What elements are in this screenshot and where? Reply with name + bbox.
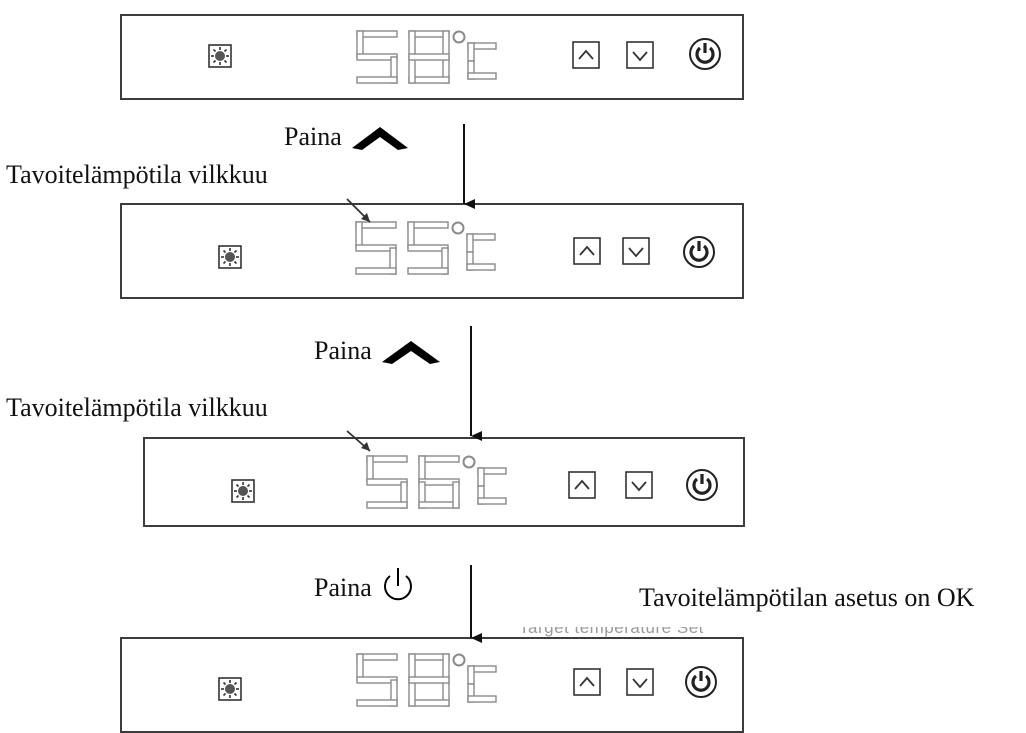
up-arrow-icon xyxy=(578,49,594,60)
down-button[interactable] xyxy=(625,471,653,499)
segment-d xyxy=(366,501,408,509)
segment-d xyxy=(466,263,496,271)
press-label: Paina xyxy=(314,336,372,365)
up-button[interactable] xyxy=(573,237,601,265)
panel-2-graphic xyxy=(218,221,715,275)
digit-1 xyxy=(356,30,398,84)
down-button[interactable] xyxy=(622,237,650,265)
status-note-1: Tavoitelämpötila vilkkuu xyxy=(6,160,268,189)
temperature-display xyxy=(356,653,497,707)
power-button[interactable] xyxy=(685,666,717,698)
power-icon xyxy=(384,568,413,601)
down-button[interactable] xyxy=(626,41,654,69)
power-button[interactable] xyxy=(683,236,715,268)
celsius-symbol xyxy=(467,42,497,80)
panel-1-graphic xyxy=(208,30,721,84)
status-note-3: Tavoitelämpötilan asetus on OK xyxy=(639,583,975,612)
digit-2 xyxy=(418,455,460,509)
settings-icon xyxy=(208,44,232,68)
digit-1 xyxy=(355,221,397,275)
pointer-head-1 xyxy=(361,213,370,222)
segment-d xyxy=(477,497,507,505)
control-panel-1 xyxy=(120,14,744,100)
degree-symbol xyxy=(462,455,476,469)
up-arrow-icon xyxy=(352,127,409,150)
segment-d xyxy=(467,695,497,703)
settings-icon xyxy=(218,245,242,269)
digit-2 xyxy=(408,653,450,707)
down-button[interactable] xyxy=(626,668,654,696)
temperature-display xyxy=(356,30,497,84)
up-button[interactable] xyxy=(568,471,596,499)
power-button[interactable] xyxy=(689,38,721,70)
up-button[interactable] xyxy=(573,668,601,696)
temperature-display xyxy=(366,455,507,509)
up-button[interactable] xyxy=(572,41,600,69)
press-instruction-1: Paina xyxy=(284,123,410,151)
power-icon xyxy=(692,477,712,495)
celsius-symbol xyxy=(466,233,496,271)
celsius-symbol xyxy=(477,467,507,505)
down-arrow-icon xyxy=(628,247,644,258)
up-arrow-icon xyxy=(579,676,595,687)
digit-1 xyxy=(366,455,408,509)
panel-4-graphic xyxy=(218,653,717,707)
degree-symbol xyxy=(452,653,466,667)
digit-1 xyxy=(356,653,398,707)
down-arrow-icon xyxy=(631,481,647,492)
settings-icon xyxy=(218,677,242,701)
segment-d xyxy=(356,76,398,84)
degree-symbol xyxy=(452,30,466,44)
power-icon xyxy=(691,674,711,692)
control-panel-2 xyxy=(120,203,744,299)
power-icon xyxy=(689,244,709,262)
celsius-symbol xyxy=(467,665,497,703)
press-label: Paina xyxy=(314,573,372,602)
up-arrow-icon xyxy=(382,341,441,364)
panel-3-graphic xyxy=(231,455,718,509)
digit-2 xyxy=(408,30,450,84)
power-button[interactable] xyxy=(686,469,718,501)
pointer-head-2 xyxy=(361,442,370,451)
segment-d xyxy=(356,699,398,707)
control-panel-3 xyxy=(143,437,745,527)
segment-d xyxy=(355,267,397,275)
segment-g xyxy=(408,53,450,61)
segment-d xyxy=(467,72,497,80)
power-icon xyxy=(695,46,715,64)
segment-d xyxy=(407,267,449,275)
up-arrow-icon xyxy=(574,479,590,490)
settings-icon xyxy=(231,479,255,503)
residual-text: Target temperature Set xyxy=(519,618,704,637)
down-arrow-icon xyxy=(632,51,648,62)
down-arrow-icon xyxy=(632,678,648,689)
status-note-2: Tavoitelämpötila vilkkuu xyxy=(6,393,268,422)
segment-c xyxy=(452,481,460,509)
up-arrow-icon xyxy=(579,245,595,256)
press-instruction-2: Paina xyxy=(314,337,442,365)
press-label: Paina xyxy=(284,122,342,151)
digit-2 xyxy=(407,221,449,275)
temperature-display xyxy=(355,221,496,275)
degree-symbol xyxy=(451,221,465,235)
press-instruction-3: Paina xyxy=(314,566,416,604)
segment-g xyxy=(408,676,450,684)
